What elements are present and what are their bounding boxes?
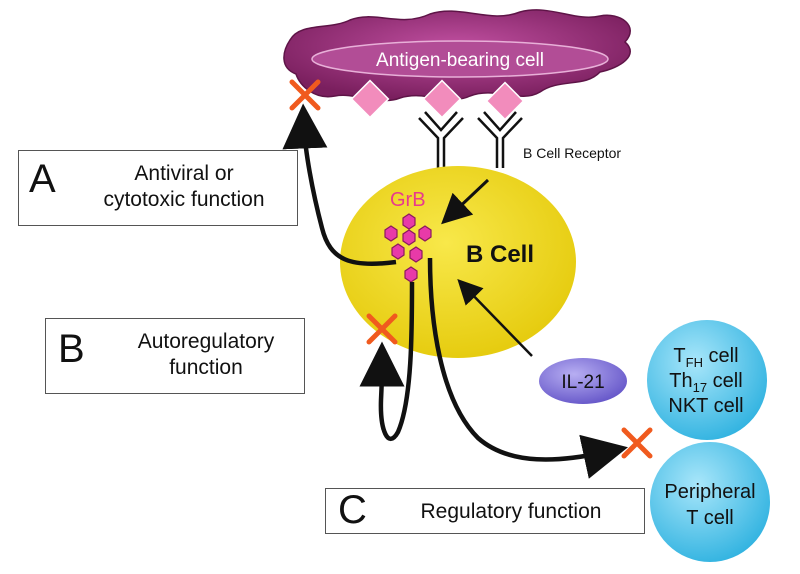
receptor-signal-arrow — [441, 178, 490, 225]
function-b-letter: B — [58, 327, 85, 371]
function-c-letter: C — [338, 488, 367, 532]
function-box-b: B Autoregulatory function — [45, 318, 305, 394]
granzyme-granule — [384, 225, 398, 242]
function-b-label: Autoregulatory function — [137, 330, 275, 380]
function-a-label: Antiviral or cytotoxic function — [103, 162, 265, 212]
b-cell — [340, 166, 576, 358]
granzyme-granule — [418, 225, 432, 242]
antigen-marker — [422, 79, 462, 119]
antigen-cell-label: Antigen-bearing cell — [376, 50, 544, 71]
antigen-marker — [485, 81, 525, 121]
granzyme-granule — [402, 229, 416, 246]
granzyme-granules — [384, 213, 432, 283]
antigen-marker — [350, 79, 390, 119]
cross-mark — [621, 427, 653, 459]
peripheral-t-cell-line-2: T cell — [686, 507, 733, 529]
function-a-letter: A — [29, 157, 56, 201]
regulatory-pathway-arrow — [427, 257, 628, 479]
peripheral-t-cell-line-1: Peripheral — [664, 481, 755, 503]
function-box-a: A Antiviral or cytotoxic function — [18, 150, 298, 226]
b-cell-receptor — [477, 111, 523, 168]
il21-cytokine — [539, 358, 627, 404]
il21-label: IL-21 — [561, 372, 604, 393]
helper-cell-line-2: Th17 cell — [669, 370, 742, 395]
granzyme-granule — [402, 213, 416, 230]
cytotoxic-pathway-arrow — [282, 103, 397, 267]
granzyme-b-label: GrB — [390, 189, 426, 211]
b-cell-label: B Cell — [466, 241, 534, 268]
cross-mark — [289, 79, 321, 111]
peripheral-t-cell — [650, 442, 770, 562]
il21-signal-arrow — [457, 279, 533, 357]
helper-cell-line-1: TFH cell — [673, 345, 738, 370]
helper-cell — [647, 320, 767, 440]
granzyme-granule — [391, 243, 405, 260]
function-c-label: Regulatory function — [420, 500, 602, 523]
function-box-c: C Regulatory function — [325, 488, 645, 534]
helper-cell-line-3: NKT cell — [668, 395, 743, 417]
receptor-label: B Cell Receptor — [523, 145, 621, 161]
granzyme-granule — [409, 246, 423, 263]
antigen-cell-label-ellipse — [311, 40, 609, 78]
granzyme-granule — [404, 266, 418, 283]
b-cell-receptor — [418, 111, 464, 168]
cross-mark — [366, 313, 398, 345]
autoregulatory-pathway-arrow — [359, 281, 415, 441]
